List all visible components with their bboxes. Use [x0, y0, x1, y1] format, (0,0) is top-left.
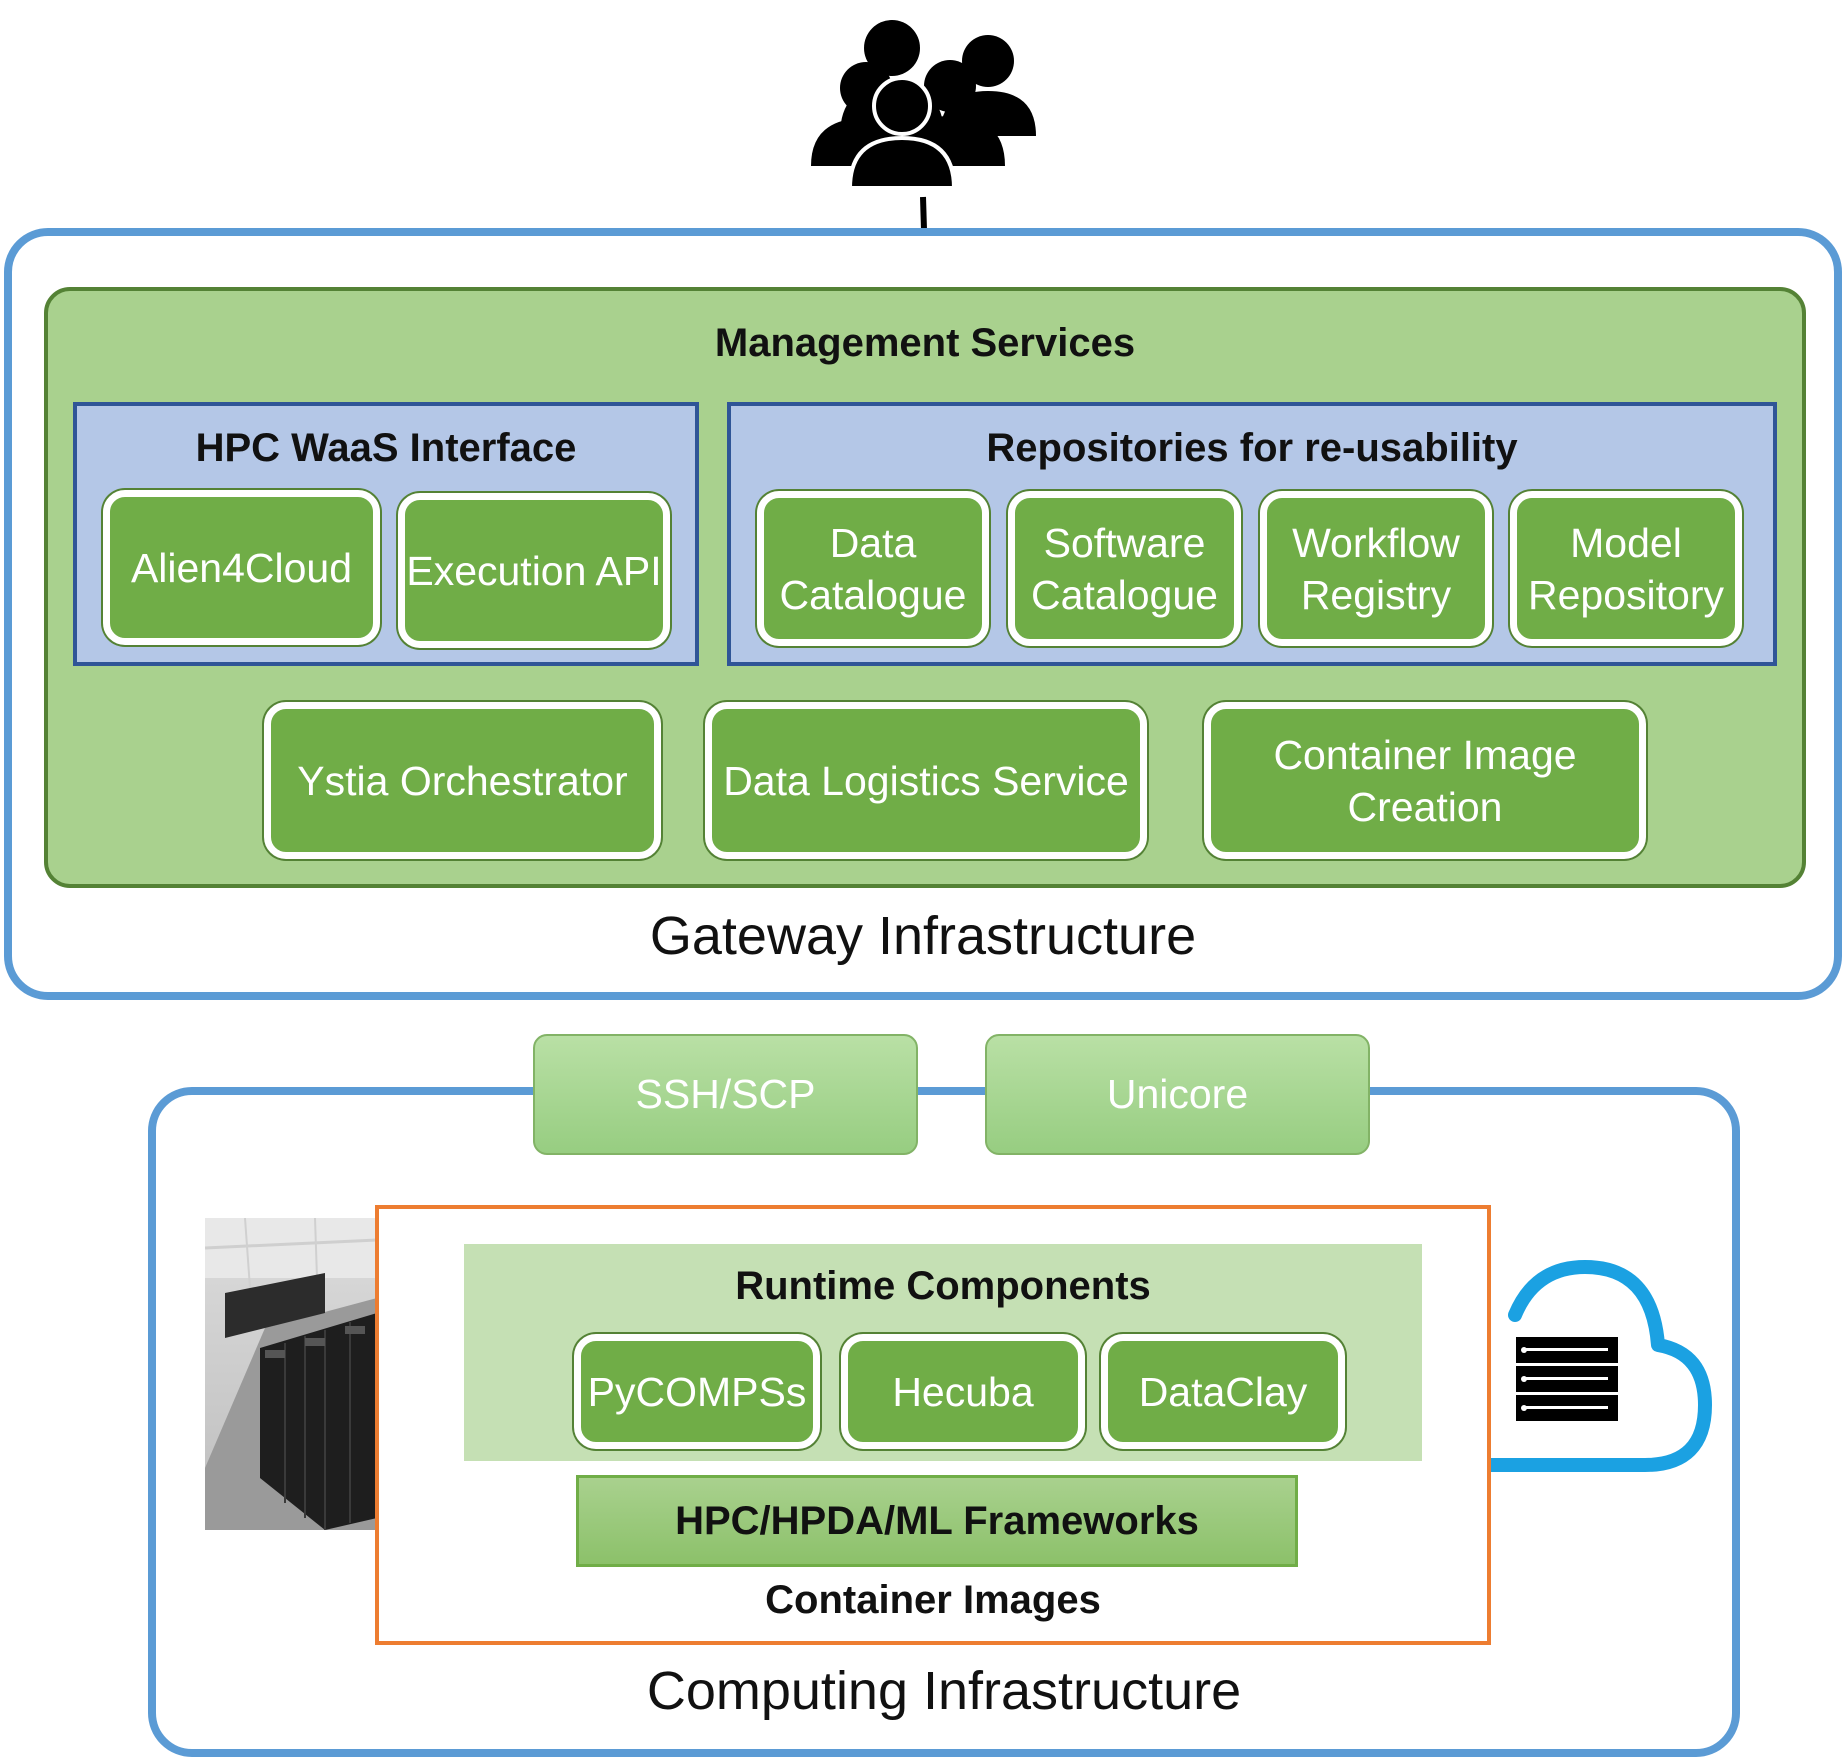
computing-infrastructure-label: Computing Infrastructure	[646, 1661, 1242, 1721]
execution-api-box[interactable]: Execution API	[398, 493, 670, 648]
software-catalogue-box[interactable]: Software Catalogue	[1008, 491, 1241, 646]
dataclay-box[interactable]: DataClay	[1101, 1334, 1345, 1449]
hpc-waas-title: HPC WaaS Interface	[195, 425, 577, 470]
hecuba-box[interactable]: Hecuba	[841, 1334, 1085, 1449]
management-services-title: Management Services	[714, 320, 1136, 365]
gateway-infrastructure-label: Gateway Infrastructure	[649, 906, 1197, 966]
model-repository-box[interactable]: Model Repository	[1510, 491, 1742, 646]
ssh-scp-box[interactable]: SSH/SCP	[533, 1034, 918, 1155]
datacenter-photo	[205, 1218, 377, 1530]
pycompss-box[interactable]: PyCOMPSs	[574, 1334, 820, 1449]
repositories-title: Repositories for re-usability	[986, 425, 1518, 470]
data-logistics-service-box[interactable]: Data Logistics Service	[705, 702, 1147, 859]
data-catalogue-box[interactable]: Data Catalogue	[757, 491, 989, 646]
runtime-components-title: Runtime Components	[735, 1263, 1151, 1308]
frameworks-bar: HPC/HPDA/ML Frameworks	[576, 1475, 1298, 1567]
unicore-box[interactable]: Unicore	[985, 1034, 1370, 1155]
container-images-label: Container Images	[765, 1577, 1101, 1622]
workflow-registry-box[interactable]: Workflow Registry	[1260, 491, 1492, 646]
container-image-creation-box[interactable]: Container Image Creation	[1204, 702, 1646, 859]
ystia-orchestrator-box[interactable]: Ystia Orchestrator	[264, 702, 661, 859]
users-icon	[811, 20, 1036, 190]
cloud-server-icon	[1480, 1260, 1712, 1472]
alien4cloud-box[interactable]: Alien4Cloud	[103, 490, 380, 645]
